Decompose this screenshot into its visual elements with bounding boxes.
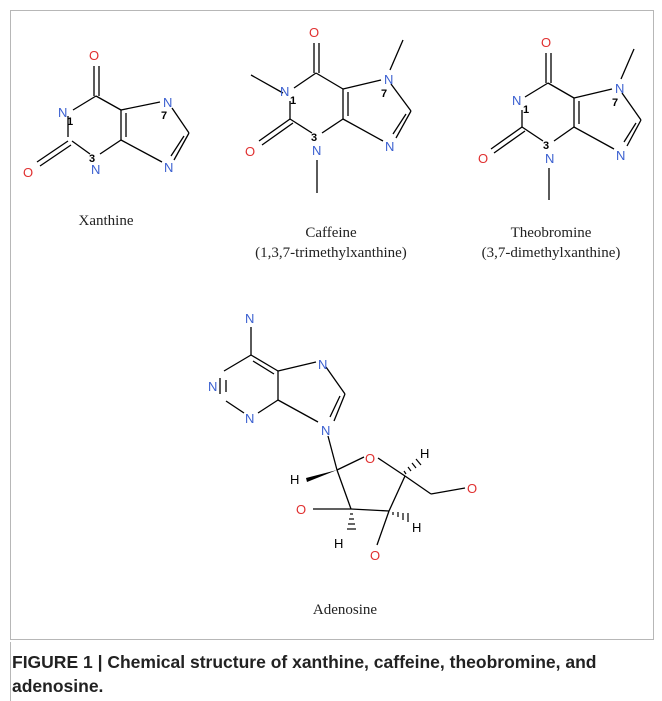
caffeine-n1: N: [280, 84, 289, 99]
adenosine-oxygen-5: O: [467, 481, 477, 496]
figure-frame: [10, 10, 654, 640]
theobromine-n1: N: [512, 93, 521, 108]
xanthine-atoms: O N 1 N 7 O 3 N N: [23, 48, 173, 180]
xanthine-n9: N: [164, 160, 173, 175]
adenosine-oxygen-3: O: [370, 548, 380, 563]
adenosine-n7: N: [318, 357, 327, 372]
theobromine-atoms: O N 1 N 7 O 3 N N: [478, 35, 625, 166]
caffeine-n3-number: 3: [311, 132, 317, 144]
caffeine-n1-number: 1: [290, 95, 296, 107]
xanthine-structure: [36, 66, 190, 167]
adenosine-atoms: N N N N N O H H O O H H O: [208, 311, 477, 563]
adenosine-name: Adenosine: [312, 602, 378, 618]
xanthine-n1-number: 1: [67, 116, 73, 128]
figure-caption: FIGURE 1 | Chemical structure of xanthin…: [12, 652, 597, 696]
caffeine-n3: N: [312, 143, 321, 158]
adenosine-ring-oxygen: O: [365, 451, 375, 466]
xanthine-n7: N: [163, 95, 172, 110]
xanthine-n7-number: 7: [161, 110, 167, 122]
xanthine-n3: N: [91, 162, 100, 177]
adenosine-h2: H: [334, 536, 343, 551]
caffeine-subtitle: (1,3,7-trimethylxanthine): [255, 245, 407, 261]
theobromine-n7: N: [615, 81, 624, 96]
theobromine-oxygen-left: O: [478, 151, 488, 166]
theobromine-subtitle: (3,7-dimethylxanthine): [481, 245, 621, 261]
xanthine-oxygen-left: O: [23, 165, 33, 180]
xanthine-n1: N: [58, 105, 67, 120]
theobromine-n3: N: [545, 151, 554, 166]
molecule-structures: O N 1 N 7 O 3 N N O: [23, 25, 642, 563]
caffeine-oxygen-left: O: [245, 144, 255, 159]
adenosine-oxygen-2: O: [296, 502, 306, 517]
theobromine-n1-number: 1: [523, 104, 529, 116]
adenosine-n3: N: [245, 411, 254, 426]
adenosine-amino-n: N: [245, 311, 254, 326]
caption-rule: [10, 642, 11, 701]
theobromine-name: Theobromine: [510, 225, 592, 241]
theobromine-oxygen-top: O: [541, 35, 551, 50]
theobromine-n9: N: [616, 148, 625, 163]
caffeine-name: Caffeine: [305, 225, 357, 241]
adenosine-n1: N: [208, 379, 217, 394]
caffeine-oxygen-top: O: [309, 25, 319, 40]
caffeine-n7: N: [384, 72, 393, 87]
theobromine-structure: [490, 48, 642, 200]
theobromine-n3-number: 3: [543, 140, 549, 152]
adenosine-h1: H: [290, 472, 299, 487]
adenosine-h4: H: [420, 446, 429, 461]
adenosine-structure: [219, 327, 466, 546]
adenosine-h3: H: [412, 520, 421, 535]
caffeine-n9: N: [385, 139, 394, 154]
caffeine-atoms: O N 1 N 7 O 3 N N: [245, 25, 394, 159]
xanthine-n3-number: 3: [89, 153, 95, 165]
theobromine-n7-number: 7: [612, 97, 618, 109]
caffeine-structure: [250, 39, 412, 193]
caffeine-n7-number: 7: [381, 88, 387, 100]
adenosine-stereo-bonds: [306, 458, 422, 530]
xanthine-name: Xanthine: [78, 213, 134, 229]
adenosine-n9: N: [321, 423, 330, 438]
xanthine-oxygen-top: O: [89, 48, 99, 63]
